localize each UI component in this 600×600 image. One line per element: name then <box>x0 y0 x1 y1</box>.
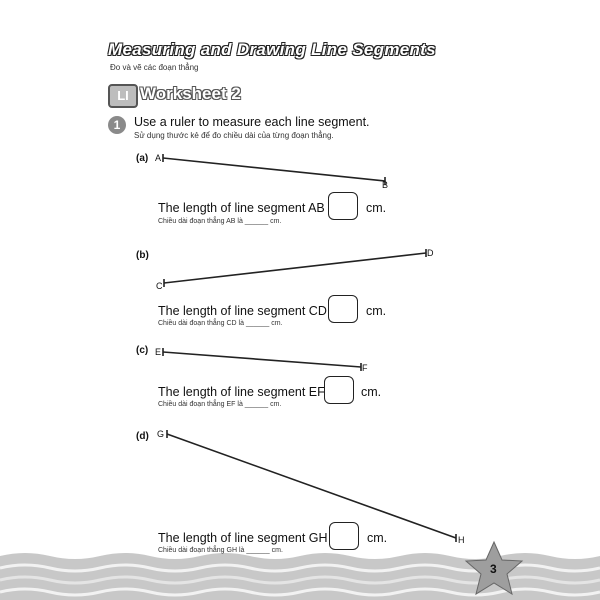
part-a-unit: cm. <box>366 201 387 215</box>
part-a-sentence: The length of line segment AB is <box>158 201 338 215</box>
part-a-sentence-vi: Chiều dài đoạn thẳng AB là ______ cm. <box>158 218 282 225</box>
point-label-g: G <box>157 429 165 439</box>
part-b-sentence: The length of line segment CD is <box>158 304 340 318</box>
part-label-b: (b) <box>136 250 149 261</box>
answer-box-gh[interactable] <box>329 522 359 550</box>
worksheet-icon: LI <box>108 84 138 108</box>
segment-gh <box>166 433 457 539</box>
part-c-unit: cm. <box>361 385 382 399</box>
point-label-e: E <box>155 347 162 357</box>
part-label-d: (d) <box>136 431 149 442</box>
part-b-unit: cm. <box>366 304 387 318</box>
answer-box-ef[interactable] <box>324 376 354 404</box>
point-label-f: F <box>362 363 368 373</box>
part-label-c: (c) <box>136 345 149 356</box>
part-d-unit: cm. <box>367 531 388 545</box>
part-c-sentence-vi: Chiều dài đoạn thẳng EF là ______ cm. <box>158 401 282 408</box>
page-title: Measuring and Drawing Line Segments <box>108 40 437 60</box>
part-d-sentence: The length of line segment GH is <box>158 531 341 545</box>
segment-ef <box>162 351 362 368</box>
part-d-sentence-vi: Chiều dài đoạn thẳng GH là ______ cm. <box>158 547 283 554</box>
star-icon <box>464 540 524 596</box>
point-label-c: C <box>156 281 163 291</box>
part-c-sentence: The length of line segment EF is <box>158 385 338 399</box>
segment-ab <box>162 157 386 182</box>
part-b-sentence-vi: Chiều dài đoạn thẳng CD là ______ cm. <box>158 320 283 327</box>
point-label-b: B <box>382 180 389 190</box>
page-subtitle: Đo và vẽ các đoạn thẳng <box>110 63 199 72</box>
point-label-a: A <box>155 153 162 163</box>
segment-cd <box>163 252 427 284</box>
point-label-h: H <box>458 535 465 545</box>
answer-box-ab[interactable] <box>328 192 358 220</box>
question-number: 1 <box>108 116 126 134</box>
page-number: 3 <box>490 562 497 576</box>
worksheet-label: Worksheet 2 <box>140 84 241 103</box>
question-instruction: Use a ruler to measure each line segment… <box>134 115 370 129</box>
answer-box-cd[interactable] <box>328 295 358 323</box>
part-label-a: (a) <box>136 153 149 164</box>
point-label-d: D <box>427 248 434 258</box>
question-instruction-vi: Sử dụng thước kẻ để đo chiều dài của từn… <box>134 131 334 140</box>
